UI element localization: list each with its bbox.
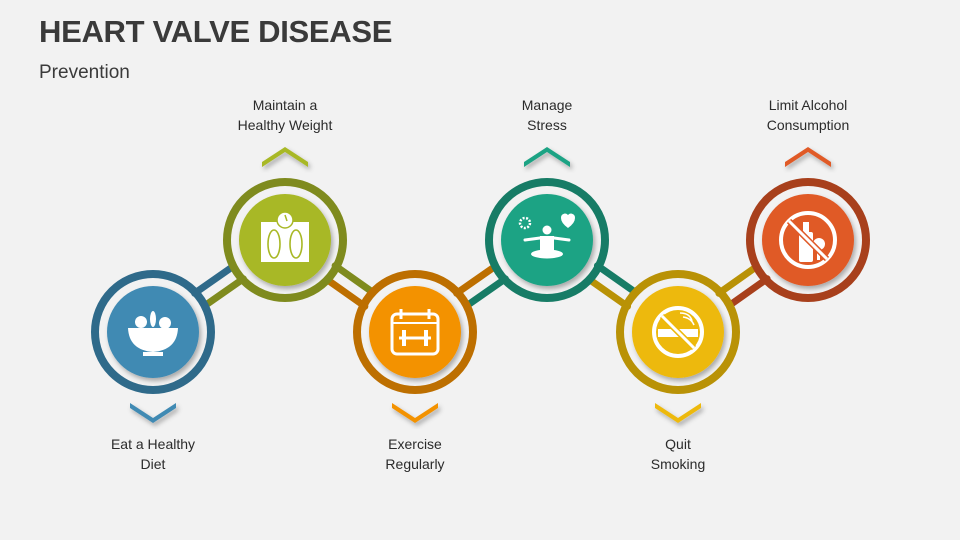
step-label-line: Stress	[527, 116, 567, 133]
step-label-line: Eat a Healthy	[110, 436, 196, 452]
connector-bar	[466, 275, 509, 308]
connector-bar	[191, 264, 234, 297]
weighing-scale-icon	[261, 211, 309, 262]
step-label-line: Smoking	[650, 455, 706, 472]
connector-bar	[453, 264, 496, 297]
connector-bar	[588, 278, 632, 310]
step-label-line: Limit Alcohol	[768, 97, 848, 113]
step-node-5	[616, 270, 740, 423]
step-label-line: Maintain a	[252, 97, 318, 113]
connector-bar	[326, 277, 369, 310]
step-node-3	[353, 270, 477, 423]
connector-bar	[593, 262, 637, 294]
step-node-6	[746, 147, 870, 302]
step-label-line: Exercise	[388, 436, 442, 452]
salad-bowl-icon	[128, 311, 178, 356]
connectors	[191, 262, 771, 310]
chevron-down-icon	[130, 403, 176, 423]
step-label-line: Quit	[665, 436, 691, 452]
connector-bar	[331, 262, 374, 295]
no-smoking-icon	[652, 306, 704, 358]
step-node-1	[91, 270, 215, 423]
page-subtitle: Prevention	[39, 62, 130, 83]
outer-ring	[91, 270, 215, 394]
chevron-down-icon	[655, 403, 701, 423]
step-node-2	[223, 147, 347, 302]
step-label-line: Manage	[521, 97, 573, 113]
step-label-line: Healthy Weight	[237, 116, 333, 133]
calendar-dumbbell-icon	[390, 309, 440, 356]
step-label-line: Regularly	[385, 455, 445, 472]
step-node-4	[485, 147, 609, 302]
chevron-up-icon	[262, 147, 308, 167]
step-label-line: Diet	[140, 455, 166, 472]
connector-bar	[204, 275, 247, 308]
no-alcohol-icon	[779, 211, 837, 269]
step-label: Maintain a Healthy Weight	[205, 96, 365, 135]
outer-ring	[223, 178, 347, 302]
connector-bar	[715, 264, 758, 297]
connector-bar	[728, 275, 771, 308]
outer-ring	[616, 270, 740, 394]
chevron-up-icon	[785, 147, 831, 167]
chevron-down-icon	[392, 403, 438, 423]
outer-ring	[746, 178, 870, 302]
meditation-icon	[518, 213, 576, 259]
page-title: HEART VALVE DISEASE	[39, 14, 393, 49]
inner-circle	[369, 286, 461, 378]
chevron-up-icon	[524, 147, 570, 167]
outer-ring	[485, 178, 609, 302]
step-label-line: Consumption	[766, 116, 850, 133]
outer-ring	[353, 270, 477, 394]
